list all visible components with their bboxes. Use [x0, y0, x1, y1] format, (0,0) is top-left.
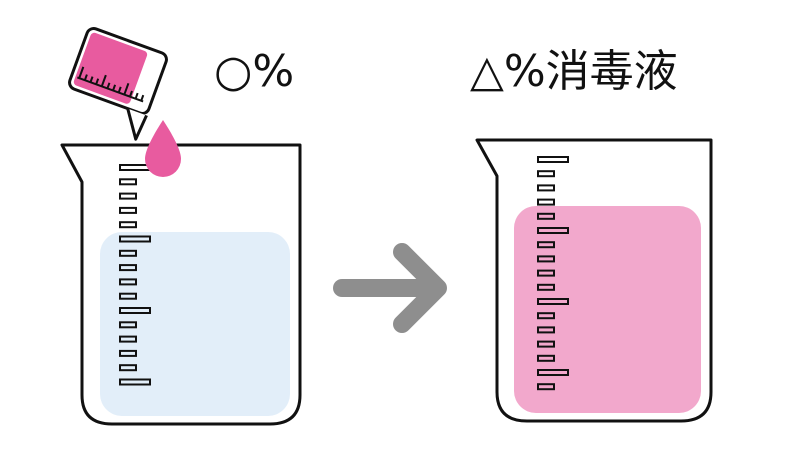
scale-mark [537, 241, 555, 249]
scale-mark [537, 354, 555, 362]
scale-mark [537, 184, 555, 192]
bottle-scale-mark [123, 82, 130, 95]
scale-mark [537, 340, 555, 348]
bottle-scale-mark [134, 92, 139, 100]
concentrate-bottle [68, 27, 181, 177]
right-beaker [475, 138, 713, 423]
scale-mark [537, 326, 555, 334]
right-arrow-icon [333, 243, 447, 333]
scale-mark [537, 383, 555, 391]
beaker-icon [475, 138, 713, 423]
water-liquid [100, 232, 290, 416]
scale-mark [537, 369, 569, 376]
bottle-scale [76, 66, 145, 103]
scale-mark [537, 298, 569, 305]
scale-mark [119, 249, 137, 257]
disinfectant-label: △%消毒液 [470, 46, 678, 97]
scale-mark [537, 198, 555, 206]
drop-icon [145, 120, 181, 177]
scale-mark [119, 278, 137, 286]
scale-mark [537, 255, 555, 263]
scale-mark [119, 221, 137, 229]
scale-mark [119, 335, 137, 343]
left-beaker [60, 143, 302, 426]
concentrate-liquid [73, 32, 148, 104]
scale-mark [537, 156, 569, 163]
concentrate-bottle-icon [68, 27, 168, 141]
scale-mark [119, 235, 151, 243]
scale-mark [119, 307, 151, 314]
scale-mark [119, 164, 151, 171]
scale-mark [119, 378, 151, 386]
scale-mark [119, 364, 137, 372]
concentrate-label: ○% [214, 46, 295, 97]
bottle-scale-mark [100, 74, 107, 87]
scale-mark [537, 312, 555, 320]
scale-mark [537, 212, 555, 220]
scale-mark [119, 264, 137, 272]
measurement-scale [119, 164, 151, 386]
measurement-scale [537, 156, 569, 391]
bottle-scale-mark [106, 82, 111, 89]
bottle-scale-base [76, 76, 144, 103]
scale-mark [119, 292, 137, 300]
scale-mark [119, 321, 137, 329]
scale-mark [119, 206, 137, 214]
scale-mark [537, 283, 555, 291]
bottle-scale-mark [95, 78, 100, 85]
bottle-scale-mark [78, 66, 85, 79]
scale-mark [119, 192, 137, 200]
scale-mark [537, 269, 555, 277]
scale-mark [537, 227, 569, 234]
disinfectant-liquid [514, 206, 701, 413]
scale-mark [537, 170, 555, 178]
beaker-icon [60, 143, 302, 426]
scale-mark [119, 349, 137, 357]
scale-mark [119, 178, 137, 186]
